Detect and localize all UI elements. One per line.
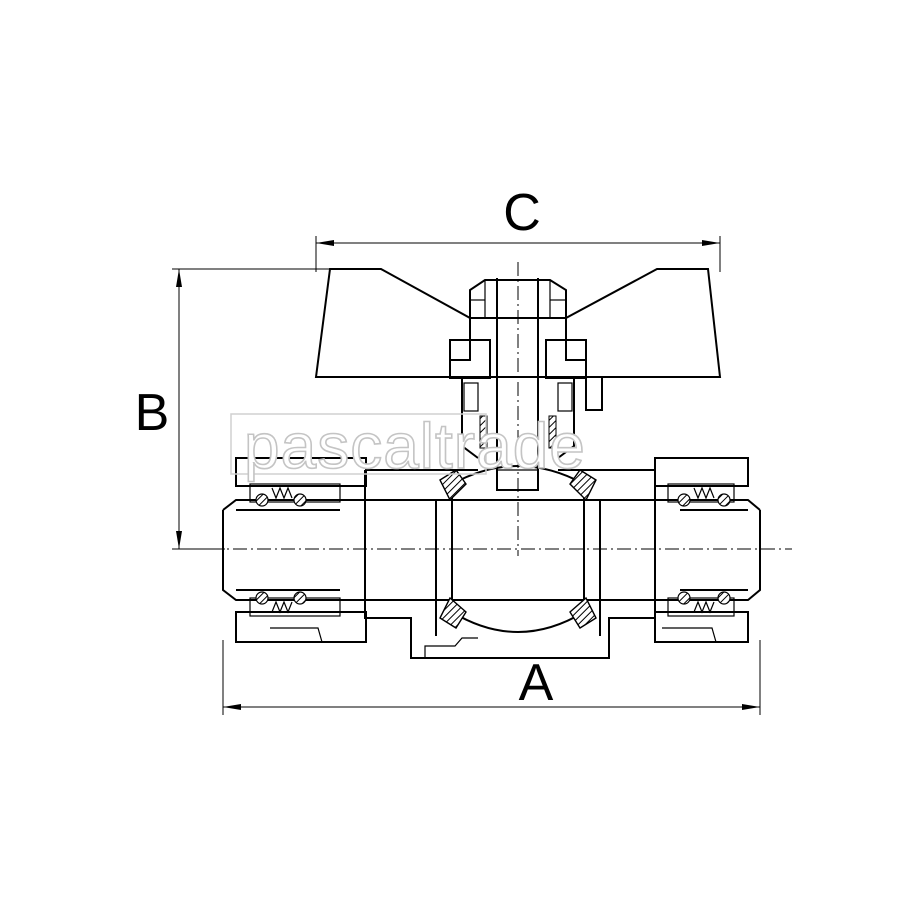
seat-ring [569,596,597,629]
watermark: pascaltrade [230,409,586,483]
centerlines [185,262,792,556]
watermark-text: pascaltrade [244,410,586,482]
handle-nut [469,279,567,319]
left-end-fitting [222,457,367,643]
right-end-fitting [654,457,761,643]
stem-bonnet [449,339,587,459]
seat-ring [569,469,597,502]
dimension-a: A [222,640,761,715]
dimension-c: C [315,184,721,272]
valve-body [364,469,656,659]
dimension-a-label: A [519,654,554,712]
valve-ball [439,465,597,633]
dimension-b-label: B [135,384,170,442]
seat-ring [439,596,467,629]
dimension-b: B [135,268,330,550]
dimension-c-label: C [503,184,541,242]
